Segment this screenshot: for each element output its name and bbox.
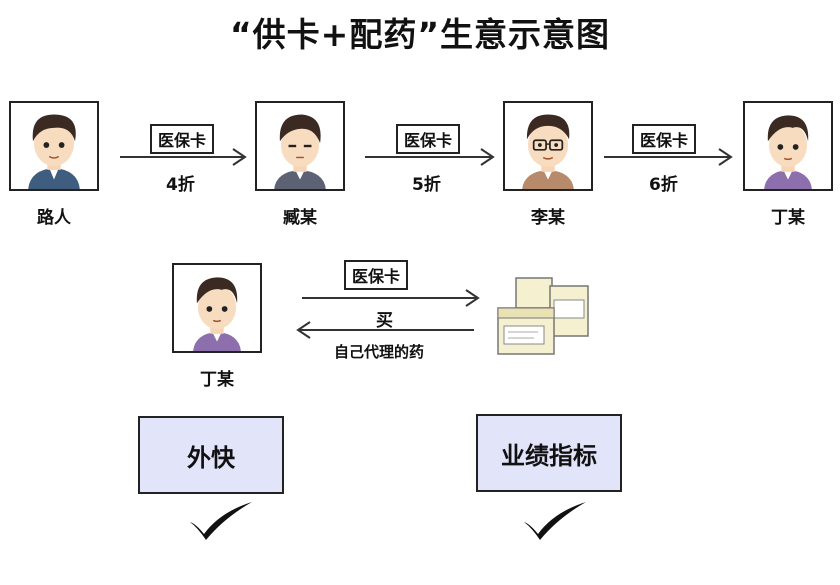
own-drugs-label: 自己代理的药 <box>334 343 425 361</box>
rate-label-3: 6折 <box>649 175 678 195</box>
extra-income-box: 外快 <box>138 416 284 494</box>
person-face-icon <box>274 114 326 189</box>
rate-label-2: 5折 <box>412 175 441 195</box>
avatar-zang <box>255 101 345 191</box>
person-face-icon <box>764 115 812 189</box>
card-label-3: 医保卡 <box>632 124 697 154</box>
avatar-passerby <box>9 101 99 191</box>
medicine-boxes-icon <box>497 277 589 355</box>
card-label-4: 医保卡 <box>344 260 409 290</box>
buy-label: 买 <box>376 311 393 331</box>
check-icon-right <box>524 502 586 540</box>
avatar-ding-lower <box>172 263 262 353</box>
person-name-zang: 臧某 <box>283 208 317 228</box>
person-face-icon <box>522 114 574 189</box>
person-name-ding-lower: 丁某 <box>200 370 234 390</box>
rate-label-1: 4折 <box>166 175 195 195</box>
card-label-2: 医保卡 <box>396 124 461 154</box>
check-icon-left <box>190 502 252 540</box>
person-face-icon <box>193 277 241 351</box>
person-face-icon <box>28 114 80 189</box>
person-name-li: 李某 <box>531 208 565 228</box>
avatar-li <box>503 101 593 191</box>
person-name-passerby: 路人 <box>37 208 71 228</box>
card-label-1: 医保卡 <box>150 124 215 154</box>
diagram-title: “供卡+配药”生意示意图 <box>229 15 611 54</box>
performance-target-box: 业绩指标 <box>476 414 622 492</box>
avatar-ding <box>743 101 833 191</box>
person-name-ding: 丁某 <box>771 208 805 228</box>
